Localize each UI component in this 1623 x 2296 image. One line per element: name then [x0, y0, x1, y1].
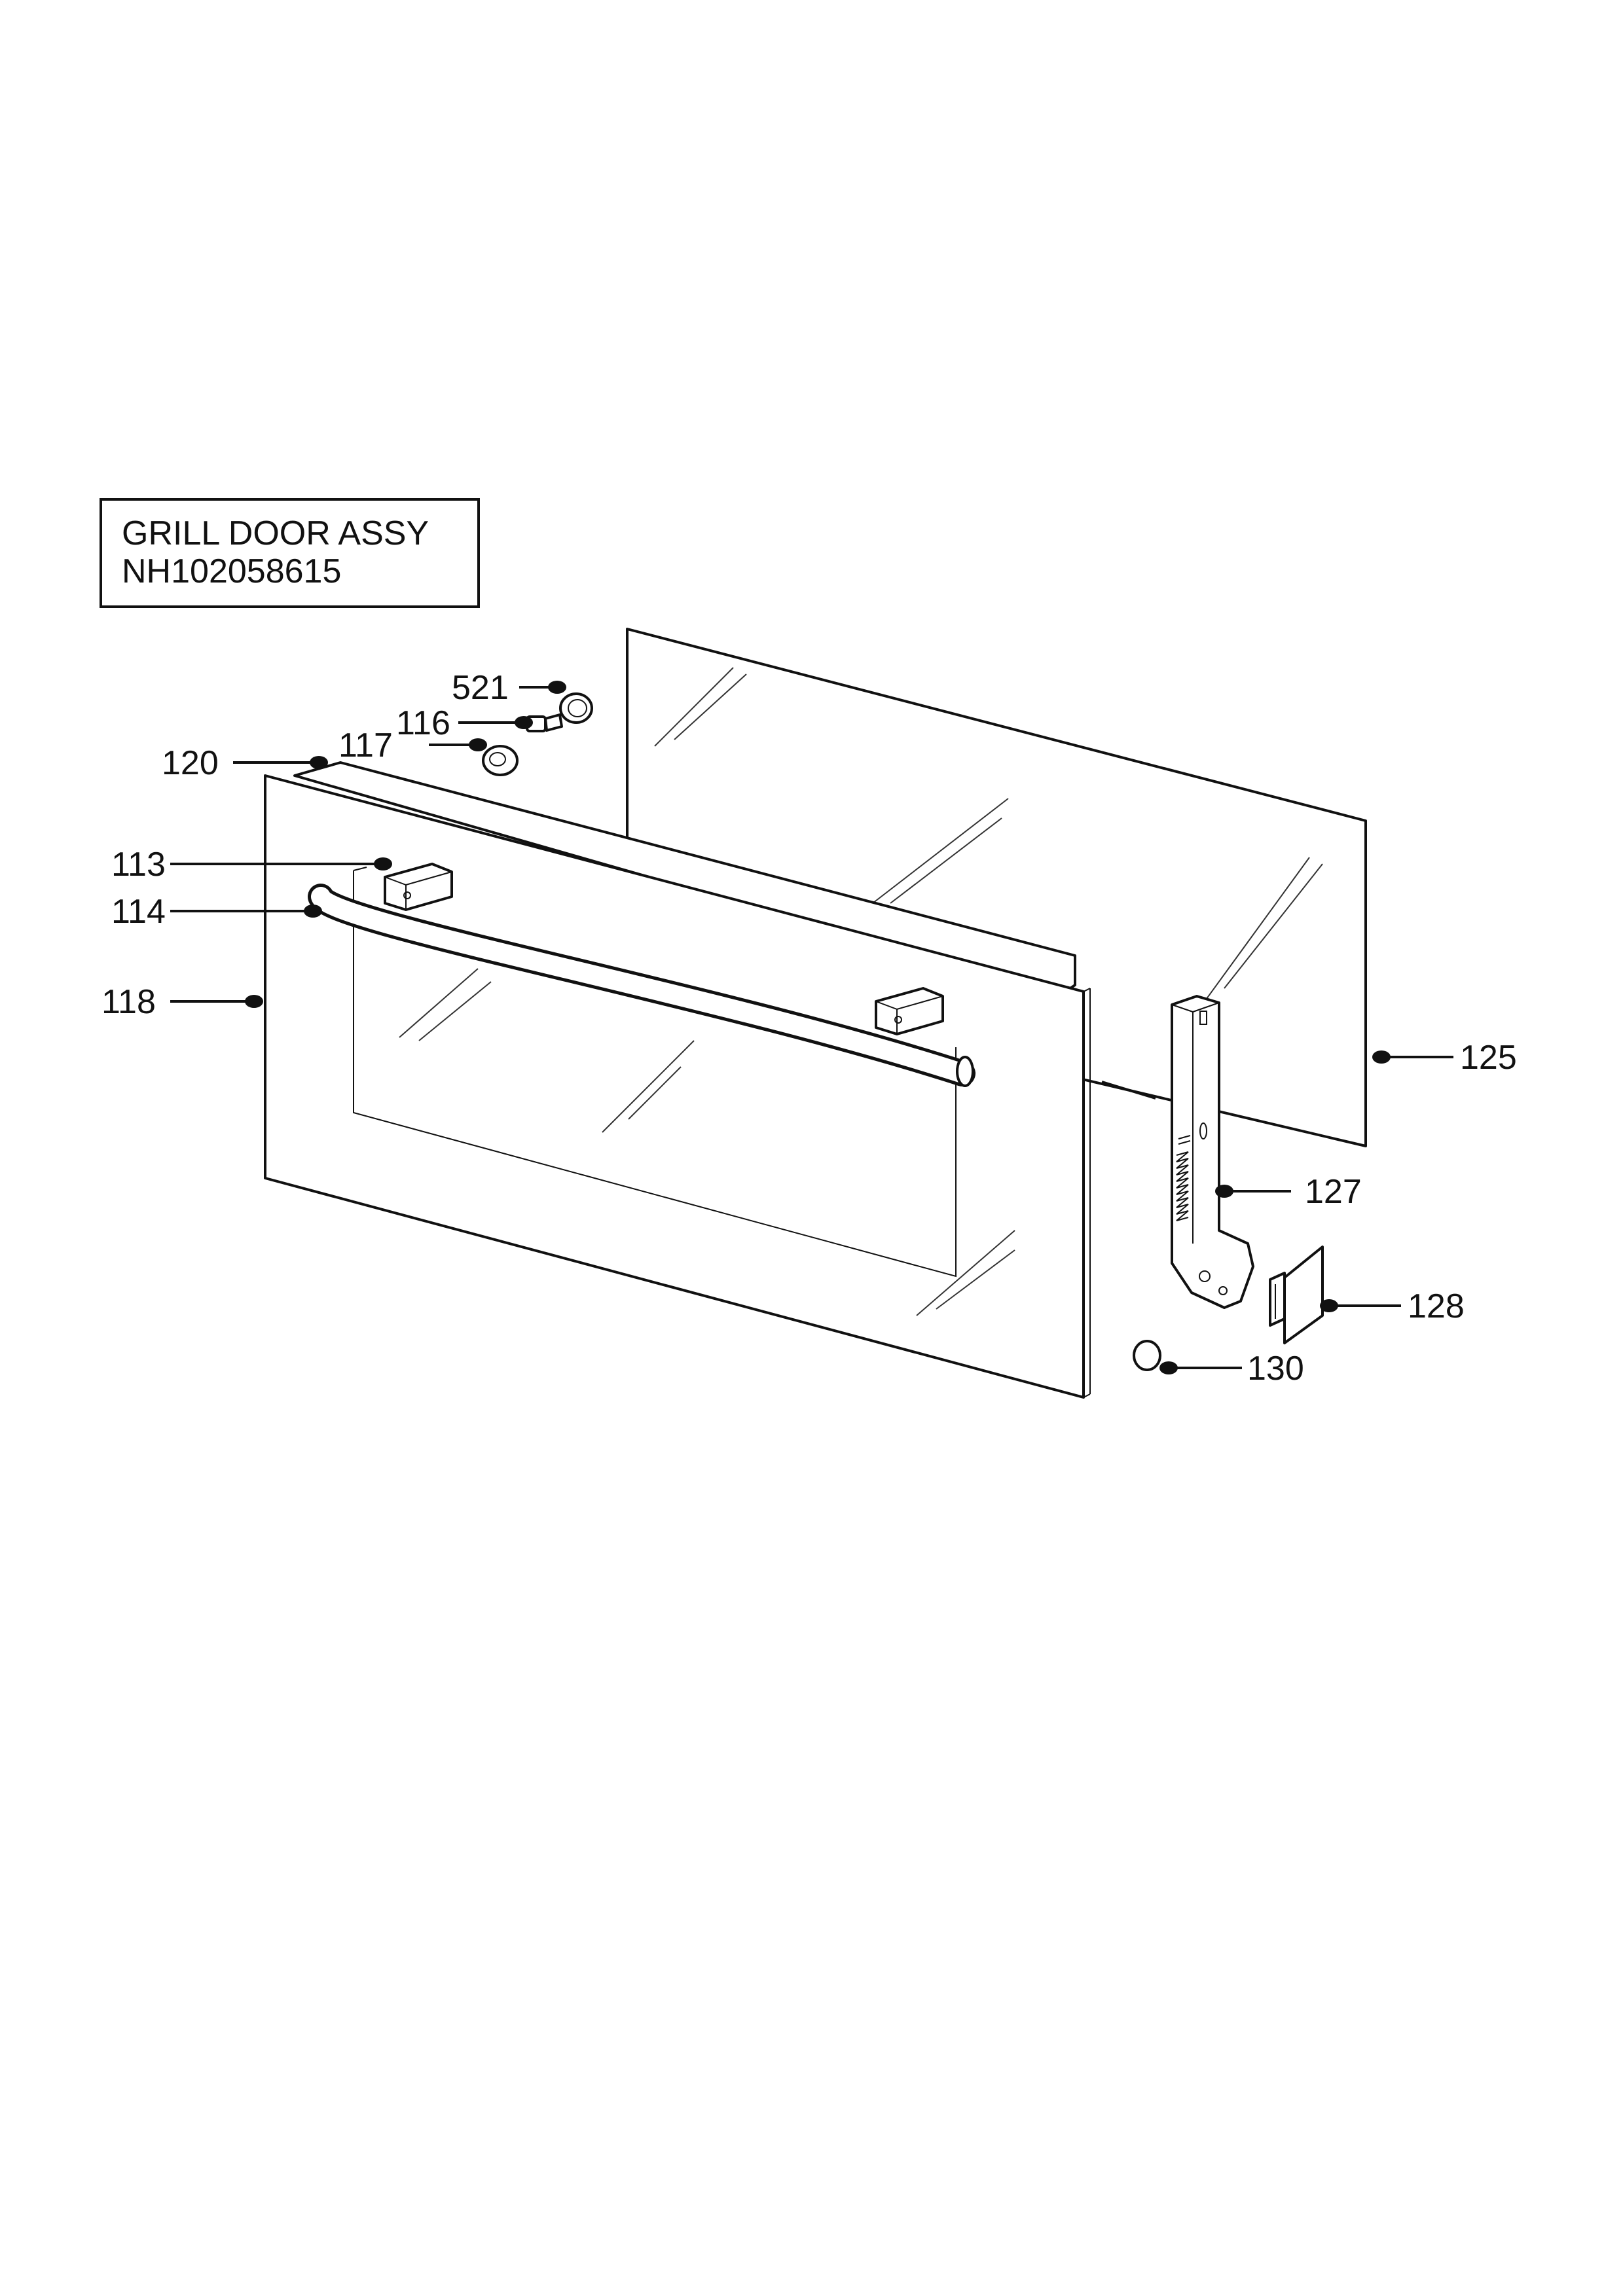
callout-118: 118 [101, 983, 156, 1021]
callout-117: 117 [338, 726, 393, 764]
outer-door-glass [264, 774, 1091, 1399]
assembly-name: GRILL DOOR ASSY [122, 514, 429, 552]
assembly-code: NH102058615 [122, 552, 342, 590]
title-box: GRILL DOOR ASSY NH102058615 [100, 498, 480, 608]
callout-125: 125 [1460, 1039, 1517, 1077]
callout-116: 116 [396, 704, 450, 742]
handle-bar [308, 884, 976, 1087]
washer-117 [482, 745, 519, 776]
callout-128: 128 [1408, 1287, 1465, 1325]
handle-end-cap-right [875, 987, 944, 1035]
handle-end-cap-left [384, 863, 453, 911]
hinge-receiver [1269, 1246, 1324, 1344]
callout-120: 120 [162, 744, 219, 782]
plug-130 [1133, 1340, 1161, 1371]
callout-113: 113 [111, 846, 166, 884]
callout-114: 114 [111, 893, 166, 931]
door-hinge [1171, 995, 1254, 1309]
callout-leaders [170, 681, 1453, 1374]
callout-521: 521 [452, 669, 509, 707]
callout-130: 130 [1247, 1350, 1304, 1388]
callout-127: 127 [1305, 1173, 1362, 1211]
bush-521 [559, 692, 593, 724]
